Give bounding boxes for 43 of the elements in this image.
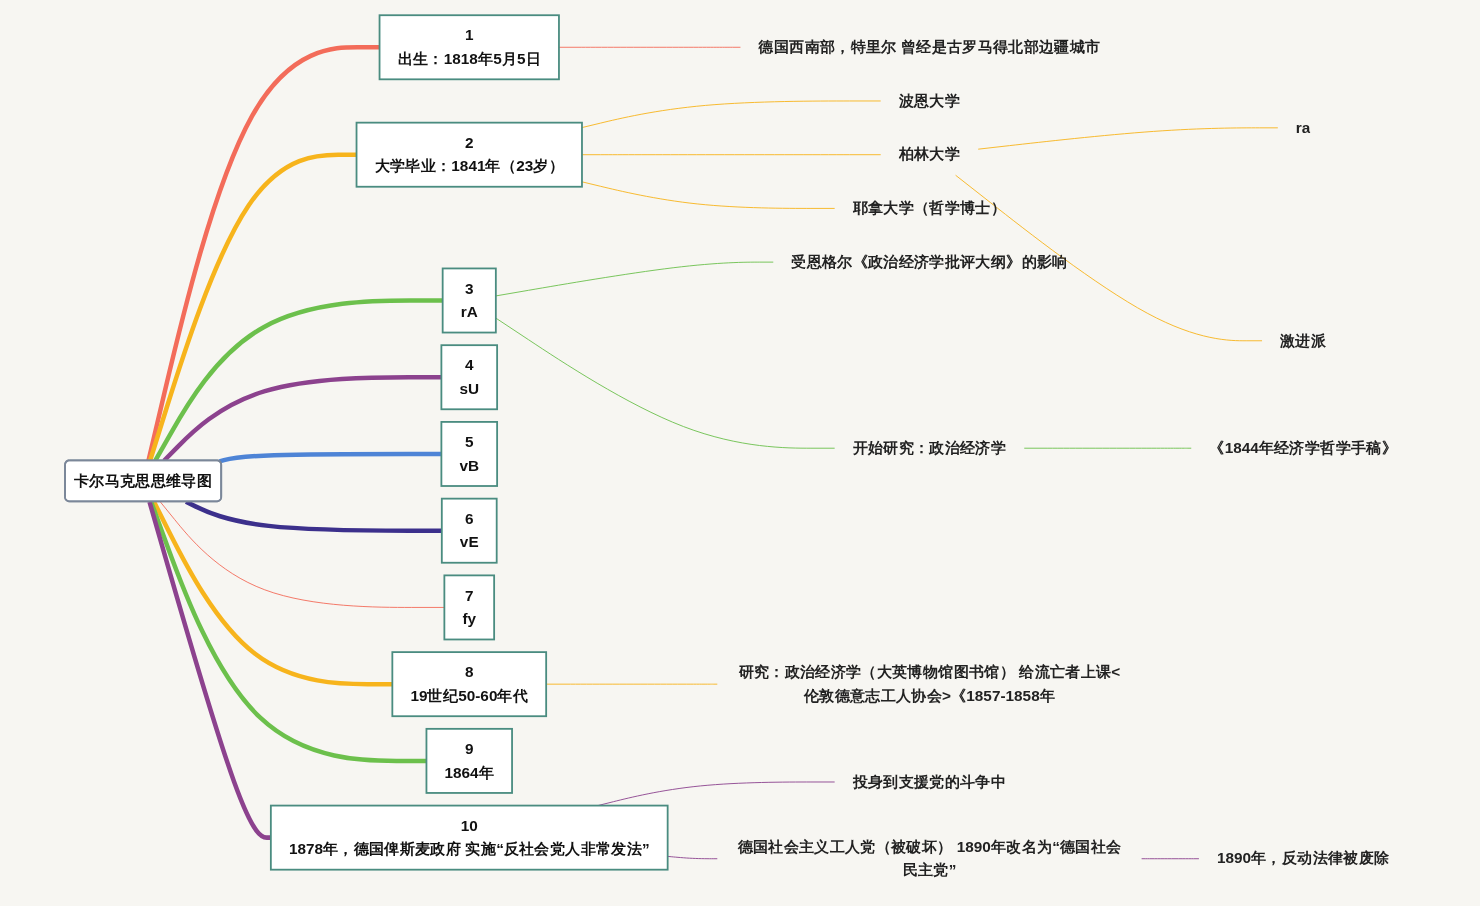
node-box: 2 大学毕业：1841年（23岁） [355, 121, 583, 188]
connector [1141, 858, 1200, 860]
node-text: 德国社会主义工人党（被破坏） 1890年改名为“德国社会民主党” [737, 838, 1122, 879]
node-box: 3 rA [441, 267, 497, 334]
node-text: 投身到支援党的斗争中 [852, 773, 1007, 791]
node-box: 10 1878年，德国俾斯麦政府 实施“反社会党人非常发法” [269, 804, 669, 871]
node-text: ra [1295, 119, 1311, 137]
node-text: 耶拿大学（哲学博士） [852, 199, 1007, 217]
connector [581, 181, 836, 209]
node-text: 激进派 [1280, 331, 1327, 350]
connector [955, 174, 1263, 342]
connector [1023, 447, 1192, 449]
node-text: 柏林大学 [898, 145, 961, 164]
node-text: 受恩格尔《政治经济学批评大纲》的影响 [791, 253, 1068, 271]
connector [147, 152, 357, 462]
node-text: 《1844年经济学哲学手稿》 [1209, 439, 1397, 457]
node-box: 5 vB [440, 421, 499, 487]
connector [581, 154, 882, 156]
connector [159, 501, 445, 608]
connector [495, 317, 836, 449]
connector [667, 855, 718, 860]
node-text: 德国西南部，特里尔 曾经是古罗马得北部边疆城市 [758, 38, 1101, 56]
connector [495, 261, 774, 297]
connector [558, 46, 741, 48]
node-box: 6 vE [440, 497, 498, 564]
node-text: 波恩大学 [898, 92, 961, 110]
node-box: 8 19世纪50-60年代 [391, 651, 548, 718]
connector [218, 451, 442, 464]
node-box: 9 1864年 [425, 727, 513, 794]
connector [162, 374, 442, 463]
connector [581, 100, 882, 128]
node-box: 1 出生：1818年5月5日 [378, 14, 560, 81]
node-text: 1890年，反动法律被废除 [1216, 849, 1390, 868]
node-box: 7 fy [443, 574, 496, 641]
node-box: 4 sU [440, 344, 499, 411]
node-text: 研究：政治经济学（大英博物馆图书馆） 给流亡者上课<伦敦德意志工人协会>《1857-1858年 [738, 663, 1121, 705]
connector [149, 501, 427, 764]
connector [153, 298, 443, 462]
connector [147, 501, 271, 840]
node-text: 开始研究：政治经济学 [852, 439, 1007, 457]
connector [146, 45, 380, 462]
connector [151, 500, 393, 687]
connector [977, 127, 1279, 150]
